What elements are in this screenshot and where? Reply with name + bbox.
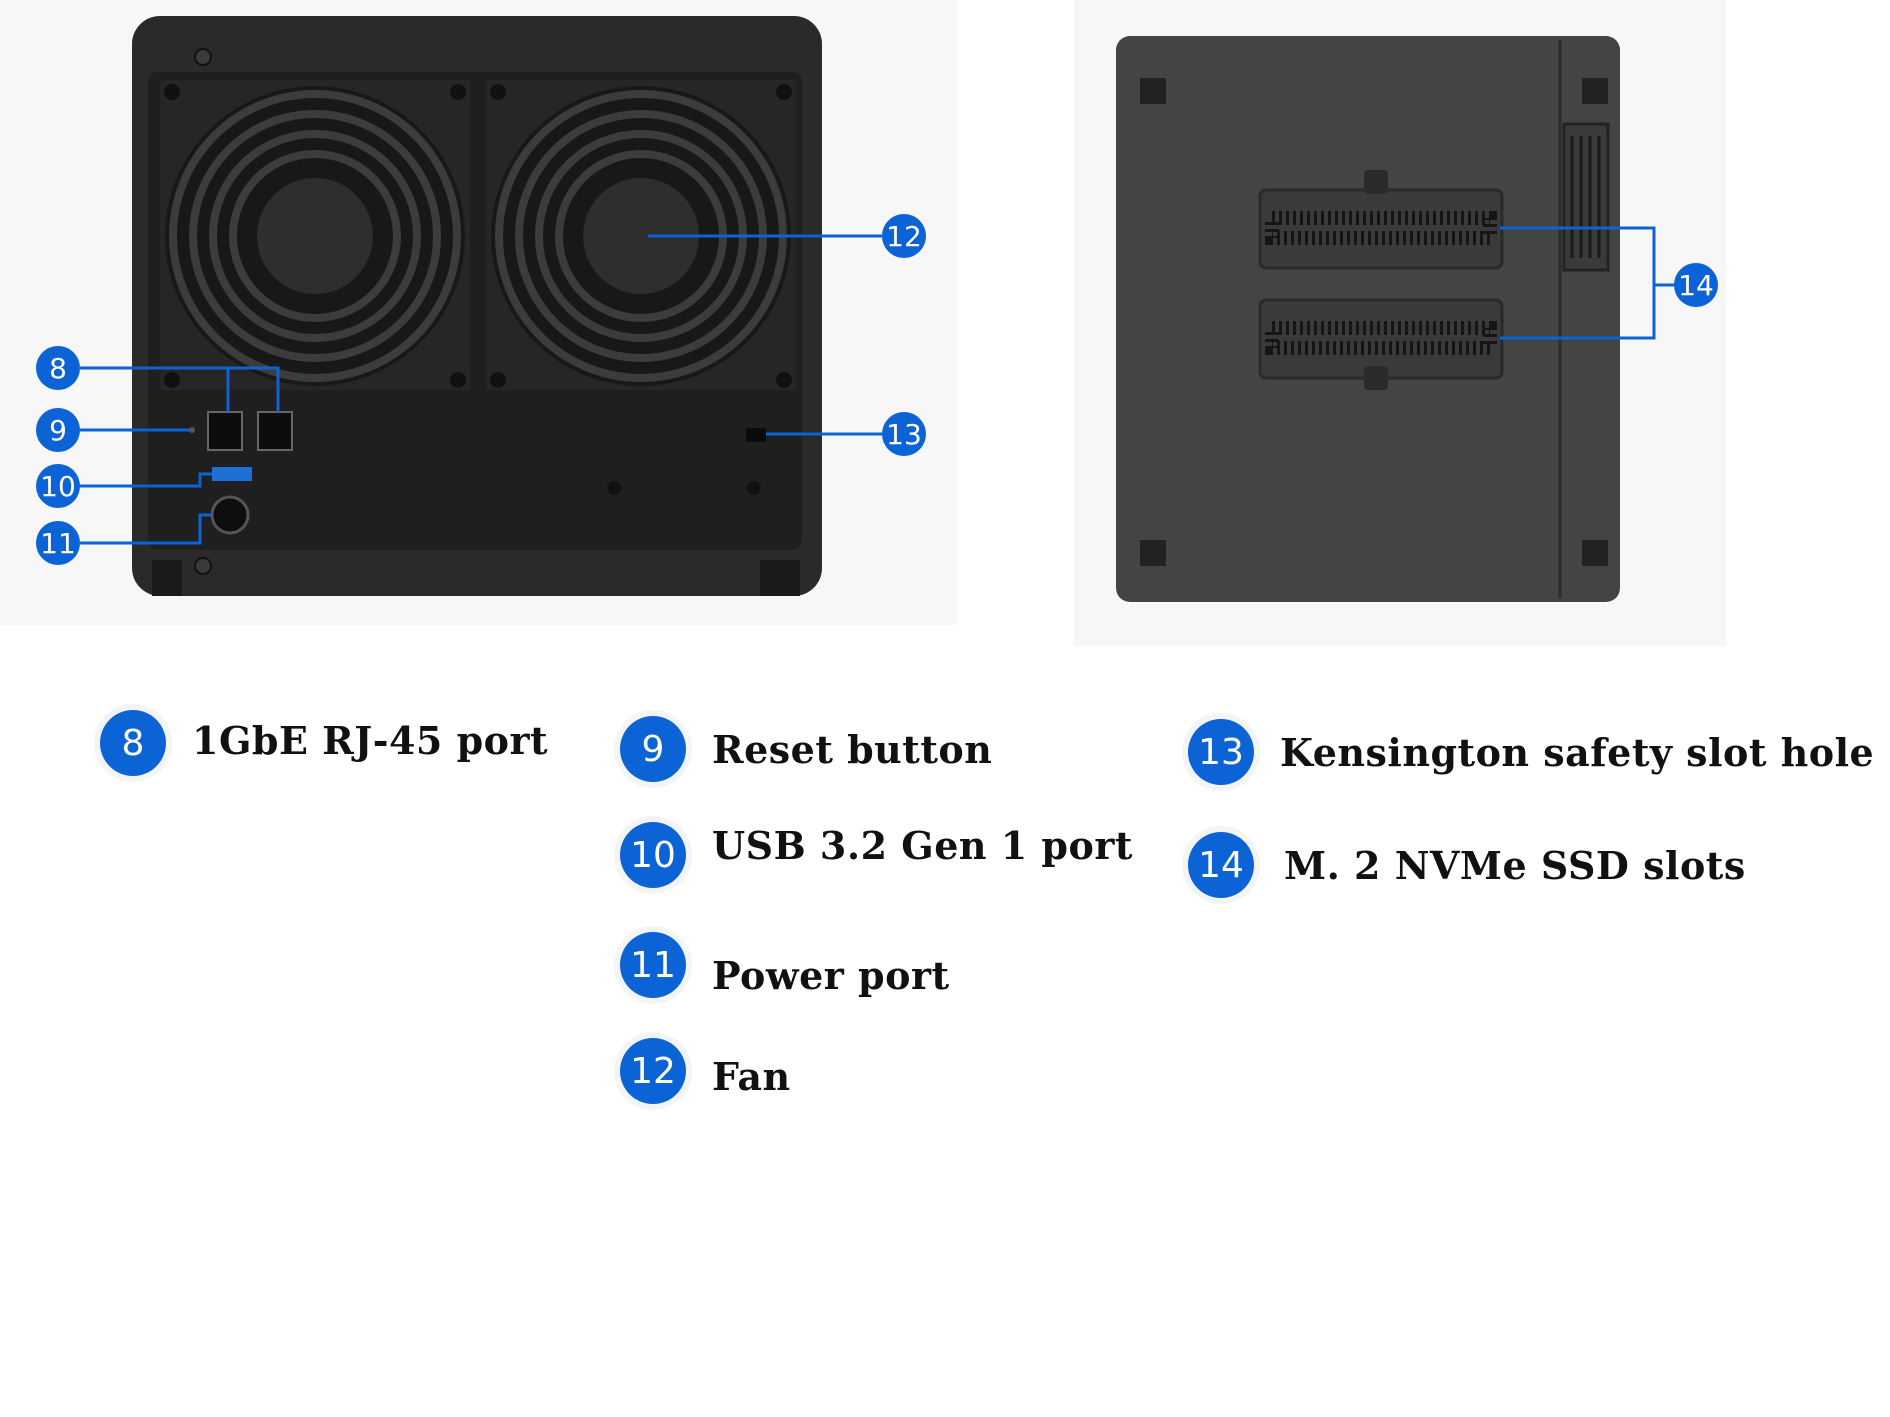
callout-13: 13 — [882, 412, 926, 456]
legend-badge: 12 — [620, 1038, 686, 1104]
svg-text:8: 8 — [49, 352, 67, 385]
bottom-view-drawing: 14 — [1116, 36, 1718, 602]
legend-label: 1GbE RJ-45 port — [192, 717, 549, 763]
legend-label: Power port — [712, 952, 950, 998]
reset-button — [189, 427, 195, 433]
rj45-port-1 — [207, 411, 243, 451]
callout-lines — [80, 234, 882, 545]
power-port — [210, 495, 250, 535]
legend-label: Kensington safety slot hole — [1280, 729, 1875, 775]
legend-badge: 11 — [620, 932, 686, 998]
rj45-port-2 — [257, 411, 293, 451]
foot-left — [152, 560, 182, 596]
legend-badge: 14 — [1188, 832, 1254, 898]
legend-item-9: 9 Reset button — [620, 716, 992, 782]
legend-label: M. 2 NVMe SSD slots — [1284, 842, 1746, 888]
bottom-view-image: 14 — [1074, 0, 1726, 646]
svg-text:12: 12 — [886, 220, 922, 253]
legend-item-14: 14 M. 2 NVMe SSD slots — [1188, 832, 1746, 898]
usb-port — [212, 467, 252, 481]
svg-text:14: 14 — [1678, 269, 1714, 302]
rubber-foot — [1140, 78, 1166, 104]
screw-hole — [747, 481, 761, 495]
svg-text:13: 13 — [886, 418, 922, 451]
screw-hole — [607, 481, 621, 495]
svg-text:9: 9 — [49, 414, 67, 447]
svg-text:10: 10 — [40, 470, 76, 503]
rubber-foot — [1582, 540, 1608, 566]
callout-10: 10 — [36, 464, 80, 508]
legend-item-8: 8 1GbE RJ-45 port — [100, 710, 548, 776]
callout-11: 11 — [36, 521, 80, 565]
rear-view-drawing: 8 9 10 11 12 13 — [36, 16, 926, 596]
legend-item-12: 12 Fan — [620, 1038, 791, 1104]
legend-badge: 10 — [620, 822, 686, 888]
legend-label: Reset button — [712, 726, 993, 772]
legend-badge: 13 — [1188, 719, 1254, 785]
side-vent — [1562, 122, 1610, 272]
fan-right — [486, 80, 796, 390]
callout-14: 14 — [1674, 263, 1718, 307]
callout-9: 9 — [36, 408, 80, 452]
legend-badge: 8 — [100, 710, 166, 776]
legend-item-10: 10 USB 3.2 Gen 1 port — [620, 822, 1133, 888]
fan-left — [160, 80, 470, 390]
m2-slot-cover-1 — [1258, 170, 1504, 270]
foot-right — [760, 560, 800, 596]
svg-text:11: 11 — [40, 527, 76, 560]
legend-badge: 9 — [620, 716, 686, 782]
kensington-slot — [746, 428, 766, 442]
screw-icon — [194, 48, 212, 66]
rear-view-image: 8 9 10 11 12 13 — [0, 0, 957, 625]
legend-item-11: 11 Power port — [620, 932, 950, 998]
legend-label: USB 3.2 Gen 1 port — [712, 822, 1133, 868]
legend-label: Fan — [712, 1053, 791, 1099]
rubber-foot — [1140, 540, 1166, 566]
screw-icon — [194, 557, 212, 575]
rubber-foot — [1582, 78, 1608, 104]
callout-8: 8 — [36, 346, 80, 390]
callout-12: 12 — [882, 214, 926, 258]
m2-slot-cover-2 — [1258, 298, 1504, 390]
legend-item-13: 13 Kensington safety slot hole — [1188, 719, 1874, 785]
